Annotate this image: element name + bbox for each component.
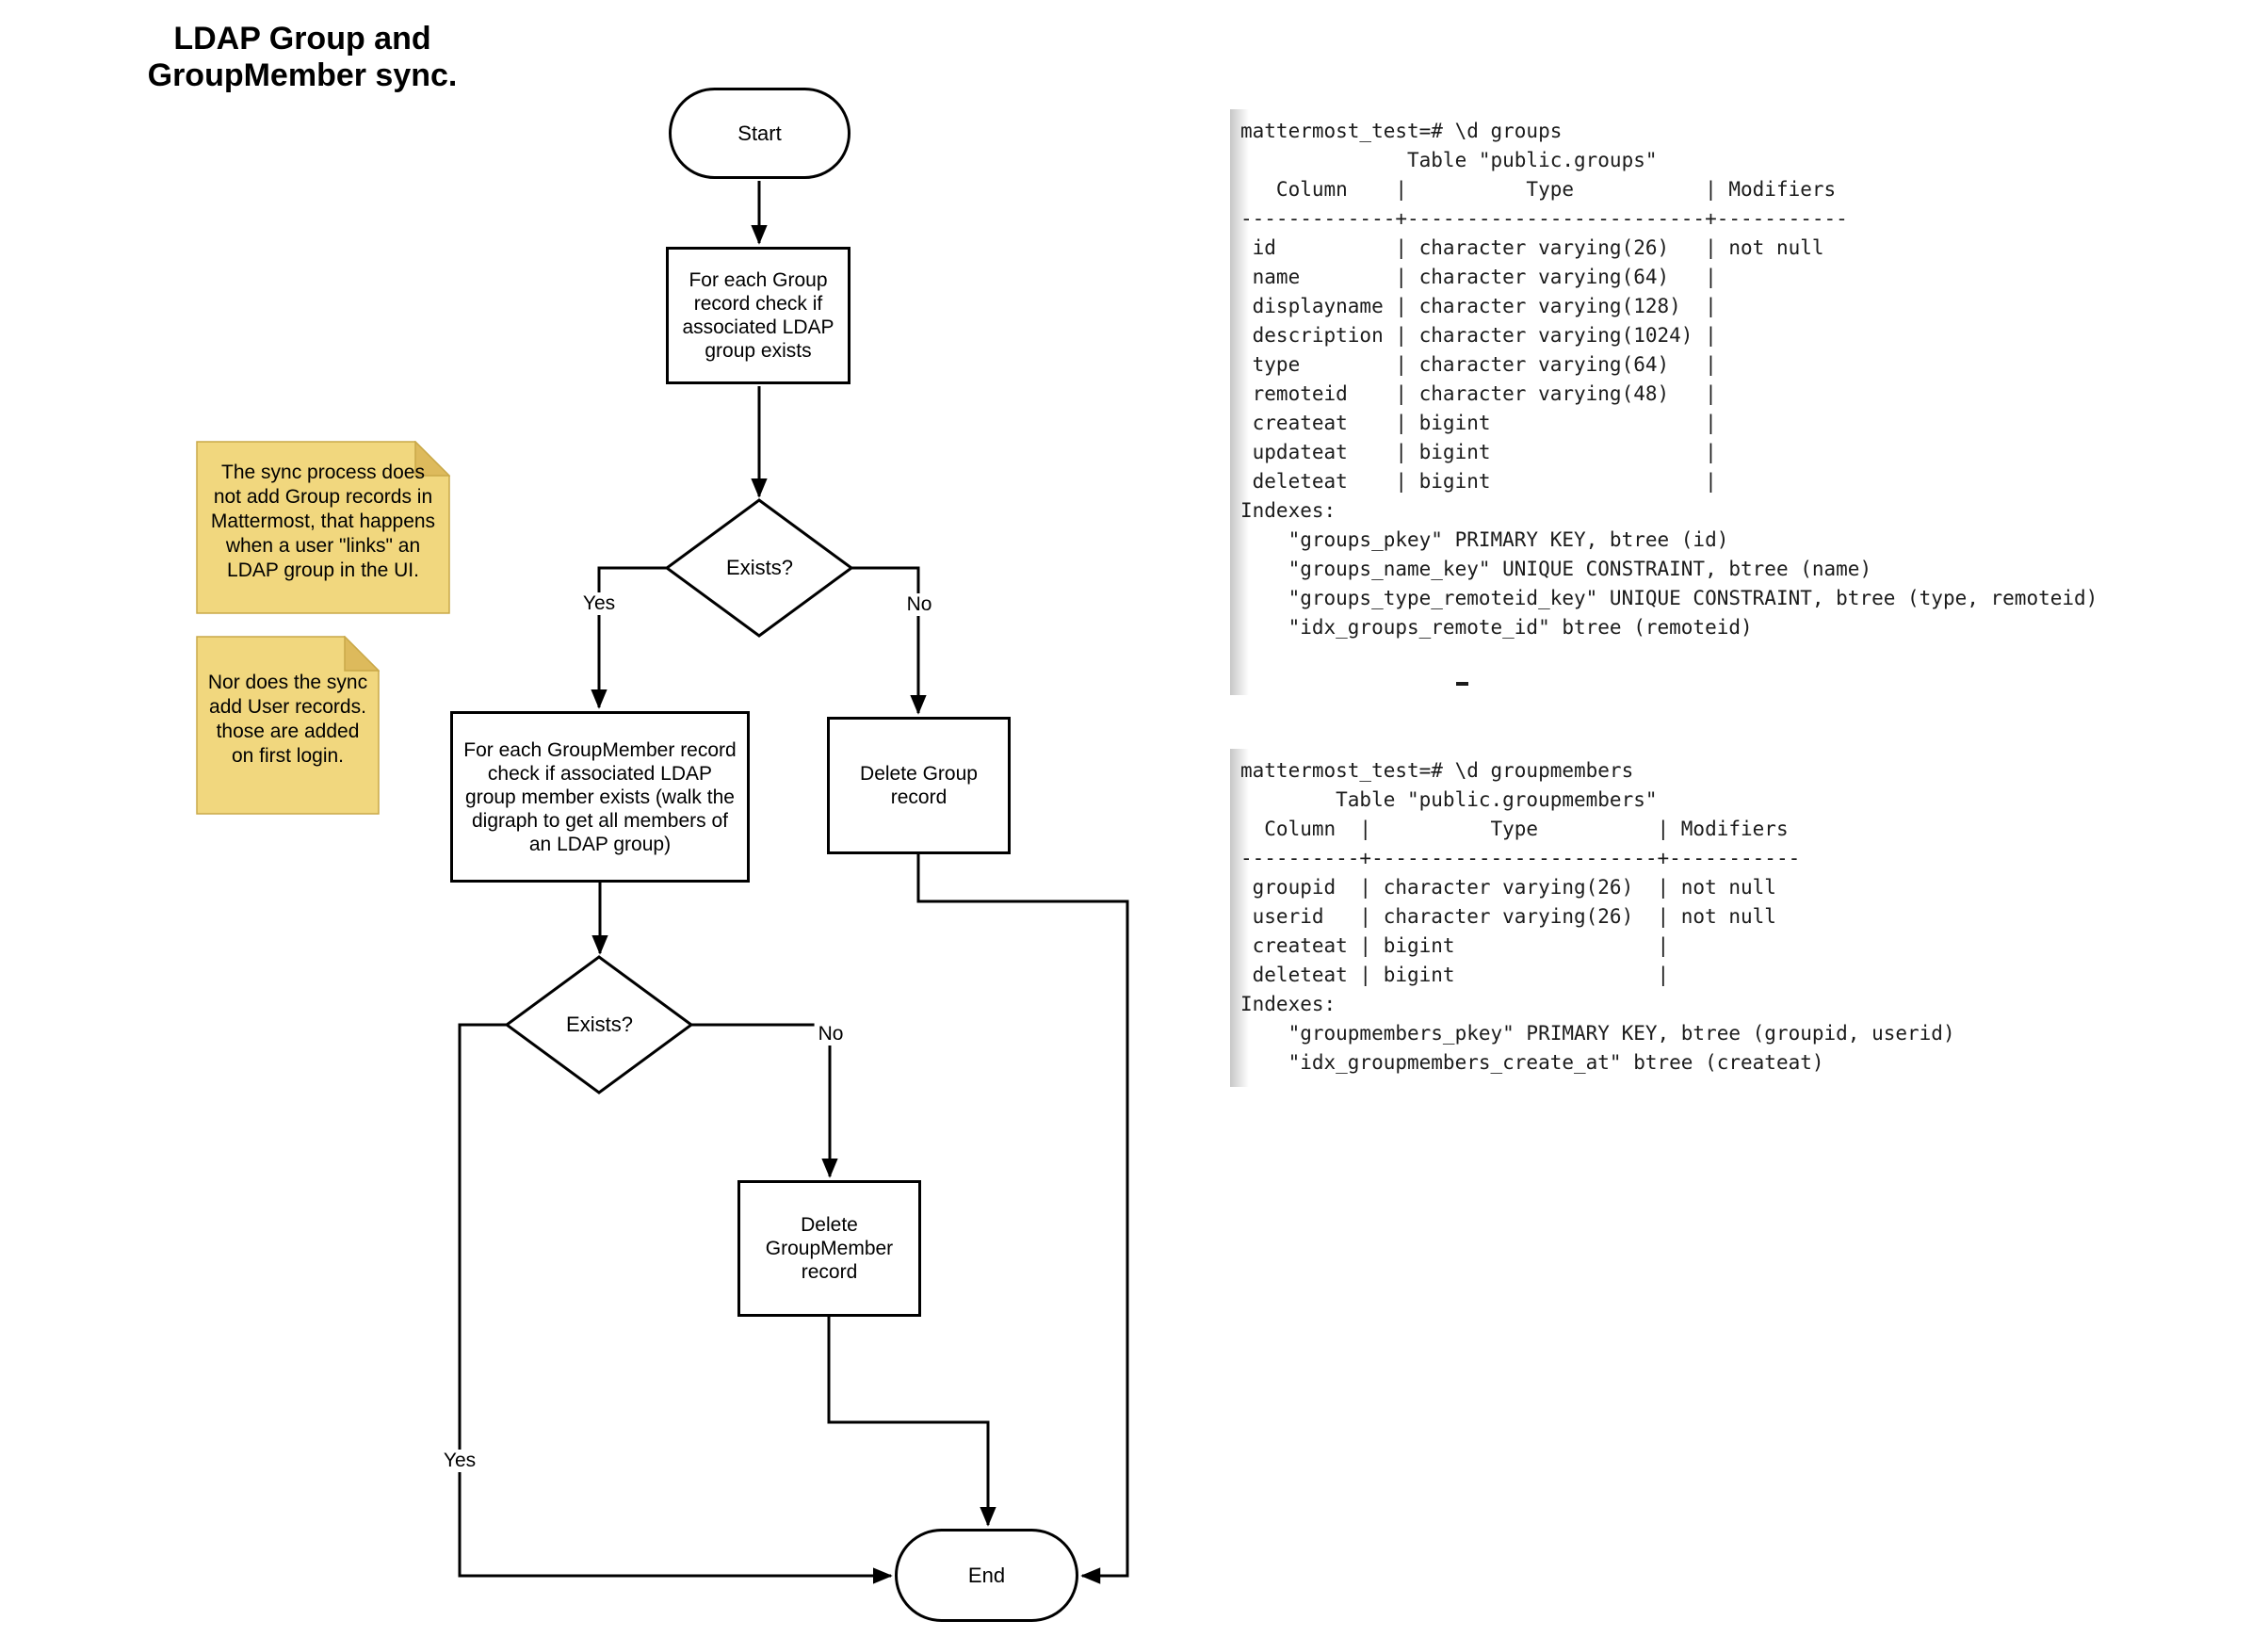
process-delete-groupmember-label: Delete GroupMember record — [765, 1214, 894, 1283]
edge-label-yes-1: Yes — [578, 592, 620, 615]
sticky-note-shape — [196, 636, 380, 815]
process-check-groupmember-label: For each GroupMember record check if ass… — [463, 738, 737, 855]
diagram-title: LDAP Group and GroupMember sync. — [147, 21, 458, 93]
folded-corner-icon — [344, 636, 380, 672]
end-node: End — [895, 1529, 1078, 1622]
terminal-groups-table-text: mattermost_test=# \d groups Table "publi… — [1240, 120, 2098, 639]
cursor-dash — [1456, 682, 1468, 686]
process-delete-group-node: Delete Group record — [827, 717, 1011, 854]
sticky-note-group-records: The sync process does not add Group reco… — [196, 441, 450, 614]
start-node: Start — [669, 88, 850, 179]
edge-label-no-1: No — [902, 593, 936, 616]
sticky-note-group-records-text: The sync process does not add Group reco… — [210, 462, 436, 581]
edge-exists-yes-to-check-groupmember — [591, 566, 667, 709]
start-node-label: Start — [737, 122, 782, 145]
edge-exists2-no-to-delete-groupmember — [691, 1023, 838, 1178]
folded-corner-icon — [414, 441, 450, 477]
sticky-note-user-records: Nor does the sync add User records. thos… — [196, 636, 380, 815]
decision-group-exists-label: Exists? — [667, 500, 852, 636]
process-check-group-node: For each Group record check if associate… — [666, 247, 850, 384]
decision-group-exists-text: Exists? — [726, 556, 793, 579]
process-check-group-label: For each Group record check if associate… — [682, 269, 834, 362]
edge-delete-group-to-end — [916, 854, 1129, 1584]
terminal-groupmembers-table-text: mattermost_test=# \d groupmembers Table … — [1240, 759, 1955, 1074]
edge-delete-groupmember-to-end — [827, 1317, 996, 1527]
terminal-groupmembers-table: mattermost_test=# \d groupmembers Table … — [1230, 749, 1968, 1087]
process-delete-group-label: Delete Group record — [860, 763, 978, 808]
edge-label-no-2: No — [814, 1023, 848, 1045]
decision-groupmember-exists-text: Exists? — [566, 1013, 633, 1036]
edge-exists-no-to-delete-group — [850, 566, 927, 715]
decision-group-exists-shape — [664, 498, 854, 638]
sticky-note-user-records-text: Nor does the sync add User records. thos… — [207, 672, 368, 767]
decision-groupmember-exists-label: Exists? — [507, 957, 692, 1093]
process-delete-groupmember-node: Delete GroupMember record — [737, 1180, 921, 1317]
process-check-groupmember-node: For each GroupMember record check if ass… — [450, 711, 750, 883]
edge-label-yes-2: Yes — [439, 1450, 480, 1472]
sticky-note-shape — [196, 441, 450, 614]
decision-groupmember-exists-shape — [504, 955, 694, 1094]
end-node-label: End — [967, 1564, 1006, 1587]
edge-exists2-yes-to-end — [458, 1023, 893, 1584]
terminal-groups-table: mattermost_test=# \d groups Table "publi… — [1230, 109, 2112, 695]
